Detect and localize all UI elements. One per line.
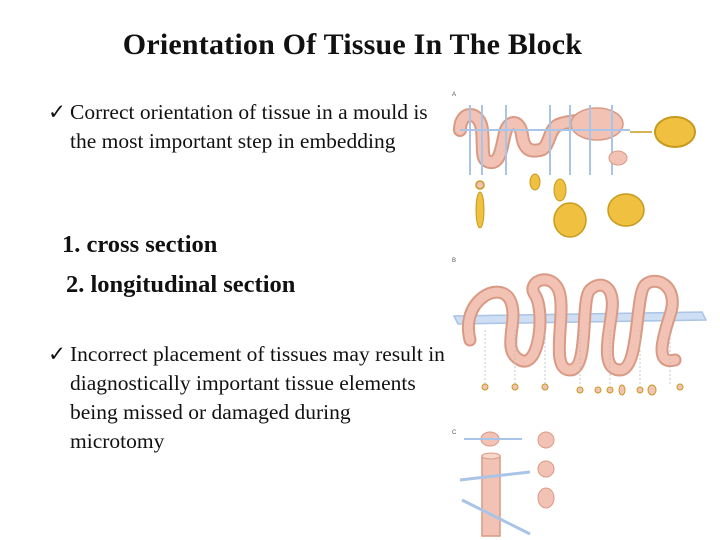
list-item-longitudinal-section: 2. longitudinal section xyxy=(66,271,296,298)
checkmark-icon: ✓ xyxy=(48,342,67,366)
bullet-text: Correct orientation of tissue in a mould… xyxy=(70,100,428,153)
panel-a-cutting-planes xyxy=(460,105,630,175)
panel-c-cross-sections xyxy=(537,431,555,509)
panel-c-tissue xyxy=(459,431,531,537)
slide-title: Orientation Of Tissue In The Block xyxy=(122,28,583,61)
panel-b-section-guides xyxy=(484,330,671,385)
panel-b-label: B xyxy=(452,258,456,264)
bullet-incorrect-placement: ✓ Incorrect placement of tissues may res… xyxy=(48,340,448,456)
tissue-orientation-diagram: A B xyxy=(452,92,708,537)
panel-a-tubular-tissue xyxy=(453,107,624,169)
bullet-text: Incorrect placement of tissues may resul… xyxy=(70,342,445,453)
panel-a-yellow-organ xyxy=(630,116,696,148)
panel-b-coiled-tissue xyxy=(461,273,682,377)
bullet-correct-orientation: ✓ Correct orientation of tissue in a mou… xyxy=(48,98,428,156)
panel-b-cross-sections xyxy=(481,383,684,396)
panel-c-label: C xyxy=(452,430,457,436)
section-types-list: 1. cross section 2. longitudinal section xyxy=(62,225,295,305)
checkmark-icon: ✓ xyxy=(48,100,67,124)
panel-a-label: A xyxy=(452,92,456,98)
list-item-cross-section: 1. cross section xyxy=(62,231,218,258)
panel-a-cross-sections xyxy=(475,150,645,238)
